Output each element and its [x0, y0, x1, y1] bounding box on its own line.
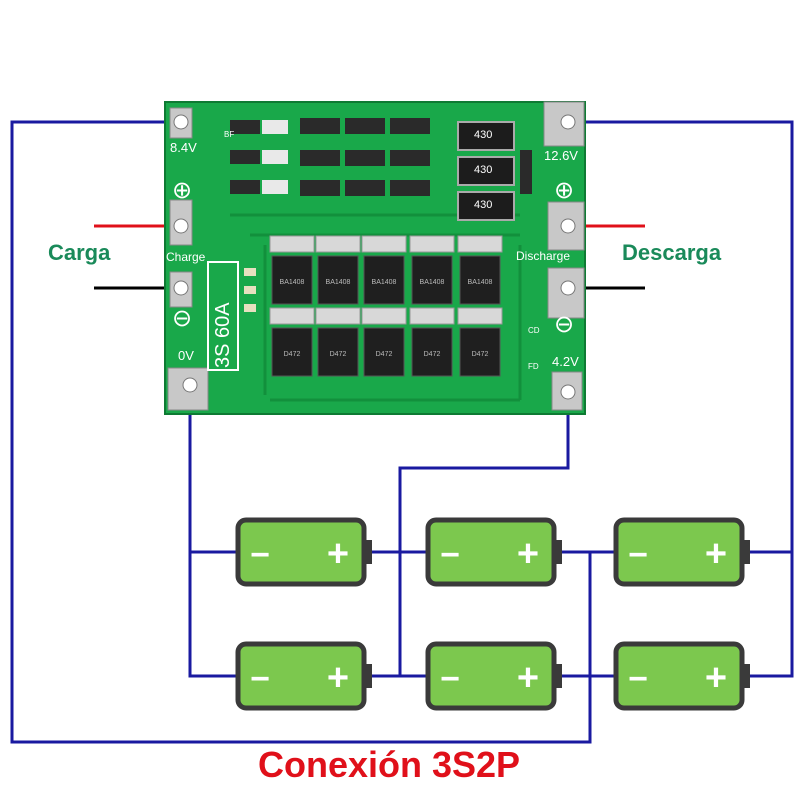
wire-0v	[188, 395, 238, 678]
model-tag-box	[207, 261, 239, 371]
battery-minus: −	[628, 536, 648, 574]
battery-plus: +	[517, 533, 539, 575]
board-traces	[230, 213, 522, 402]
battery-plus: +	[327, 533, 349, 575]
battery-cell: −+	[235, 517, 372, 587]
label-charge: Charge	[166, 250, 206, 264]
mosfet: BA1408	[315, 235, 361, 305]
battery-minus: −	[440, 536, 460, 574]
mosfet: D472	[457, 307, 503, 377]
battery-cell: −+	[425, 517, 562, 587]
shunt-resistors	[457, 121, 515, 221]
resistor-value-2: 430	[474, 164, 493, 176]
battery-cell: −+	[425, 641, 562, 711]
battery-plus: +	[705, 533, 727, 575]
battery-cell: −+	[613, 517, 750, 587]
status-leds	[244, 268, 256, 312]
battery-minus: −	[628, 660, 648, 698]
mosfet: D472	[409, 307, 455, 377]
mosfet: D472	[315, 307, 361, 377]
diagram-title: Conexión 3S2P	[258, 744, 521, 785]
battery-minus: −	[250, 660, 270, 698]
mosfet-marking: BA1408	[468, 279, 493, 286]
mosfet-marking: BA1408	[280, 279, 305, 286]
label-12v6: 12.6V	[544, 148, 578, 163]
label-4v2: 4.2V	[552, 354, 579, 369]
battery-plus: +	[517, 657, 539, 699]
mosfet: BA1408	[269, 235, 315, 305]
label-discharge: Discharge	[516, 249, 571, 263]
pad-holes	[173, 114, 576, 400]
battery-cell: −+	[235, 641, 372, 711]
mosfet-marking: BA1408	[420, 279, 445, 286]
mosfet-marking: D472	[330, 351, 347, 358]
label-0v: 0V	[178, 348, 194, 363]
resistor-value-1: 430	[474, 129, 493, 141]
small-label-bf: BF	[224, 130, 235, 139]
mosfet: BA1408	[457, 235, 503, 305]
mosfet-marking: D472	[472, 351, 489, 358]
wire-4v2	[398, 395, 570, 678]
mosfet: BA1408	[409, 235, 455, 305]
minus-symbol-right: ⊖	[554, 311, 575, 338]
minus-symbol-left: ⊖	[172, 305, 193, 332]
battery-minus: −	[250, 536, 270, 574]
mosfet-marking: D472	[424, 351, 441, 358]
mosfet-marking: D472	[284, 351, 301, 358]
battery-plus: +	[705, 657, 727, 699]
mosfet: D472	[361, 307, 407, 377]
mosfet-marking: BA1408	[372, 279, 397, 286]
small-label-cd: CD	[528, 326, 540, 335]
wire-outer-left	[10, 120, 592, 744]
battery-minus: −	[440, 660, 460, 698]
label-8v4: 8.4V	[170, 140, 197, 155]
small-components	[230, 118, 532, 196]
mosfet-marking: D472	[376, 351, 393, 358]
wiring	[10, 120, 794, 744]
mosfet: BA1408	[361, 235, 407, 305]
battery-cell: −+	[613, 641, 750, 711]
plus-symbol-left: ⊕	[172, 177, 193, 204]
charge-label: Carga	[48, 240, 111, 265]
wire-12v6-right	[568, 120, 794, 678]
discharge-label: Descarga	[622, 240, 722, 265]
model-label: 3S 60A	[212, 302, 234, 368]
small-label-fd: FD	[528, 362, 539, 371]
battery-pack: −+−+−+−+−+−+	[235, 517, 750, 711]
battery-plus: +	[327, 657, 349, 699]
resistor-value-3: 430	[474, 199, 493, 211]
mosfet-marking: BA1408	[326, 279, 351, 286]
mosfet: D472	[269, 307, 315, 377]
plus-symbol-right: ⊕	[554, 177, 575, 204]
